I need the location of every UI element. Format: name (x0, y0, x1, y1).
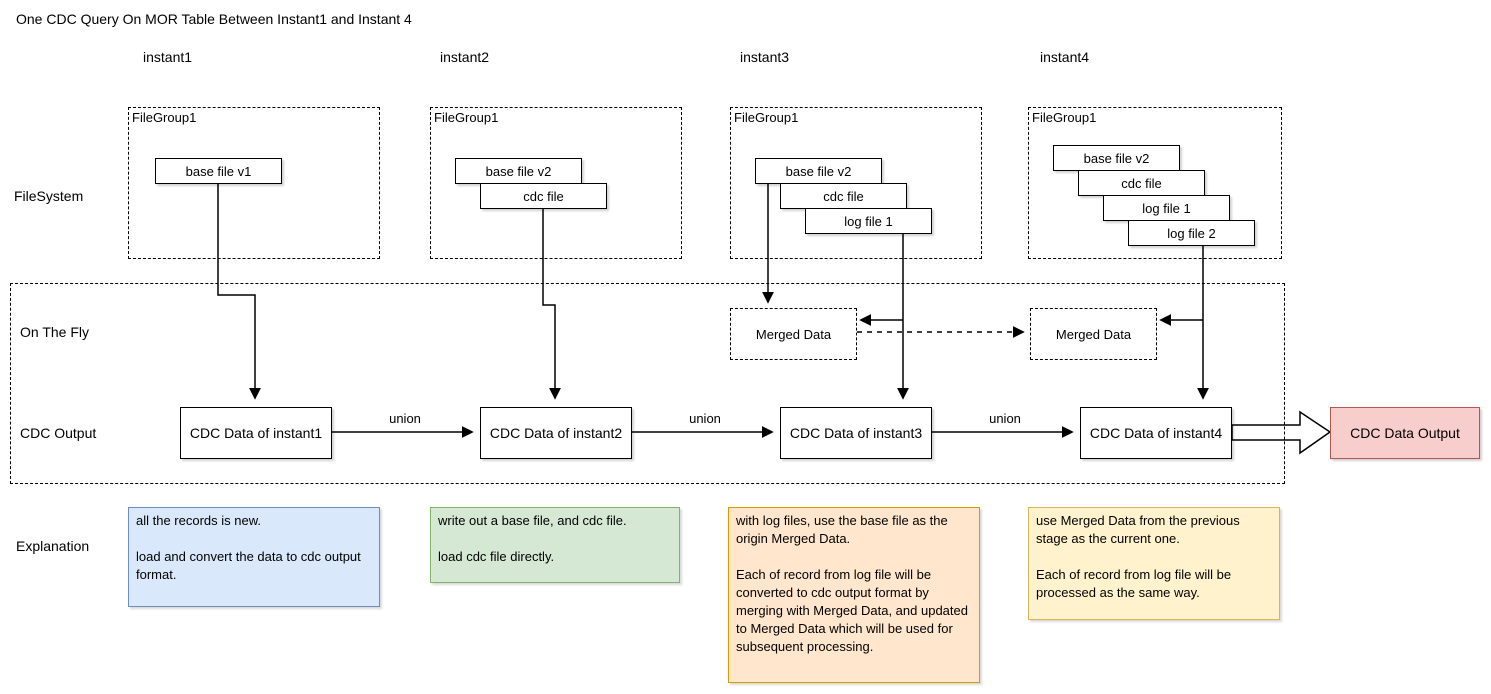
merged-data-instant3: Merged Data (730, 308, 857, 360)
union-label-1: union (375, 411, 435, 426)
filegroup-instant4-label: FileGroup1 (1032, 110, 1097, 125)
filegroup-instant3: FileGroup1 (730, 107, 982, 259)
file-instant2-base-v2: base file v2 (455, 158, 582, 184)
file-instant4-log2: log file 2 (1128, 220, 1255, 246)
row-label-filesystem: FileSystem (14, 188, 84, 204)
row-label-explanation: Explanation (16, 538, 90, 554)
instant3-label: instant3 (740, 49, 790, 65)
file-instant4-cdc: cdc file (1078, 170, 1205, 196)
cdc-data-instant1: CDC Data of instant1 (180, 407, 332, 459)
filegroup-instant3-label: FileGroup1 (734, 110, 799, 125)
filegroup-instant1-label: FileGroup1 (132, 110, 197, 125)
file-instant3-log1: log file 1 (805, 208, 932, 234)
cdc-data-instant3: CDC Data of instant3 (780, 407, 932, 459)
filegroup-instant2: FileGroup1 (430, 107, 682, 259)
row-label-cdc-output: CDC Output (20, 425, 97, 441)
file-instant4-log1: log file 1 (1103, 195, 1230, 221)
processing-container (10, 283, 1285, 484)
explanation-instant1: all the records is new. load and convert… (128, 507, 380, 607)
filegroup-instant2-label: FileGroup1 (434, 110, 499, 125)
diagram-title: One CDC Query On MOR Table Between Insta… (16, 11, 412, 27)
union-label-3: union (975, 411, 1035, 426)
cdc-data-instant4: CDC Data of instant4 (1080, 407, 1232, 459)
instant4-label: instant4 (1040, 49, 1090, 65)
explanation-instant3: with log files, use the base file as the… (728, 507, 980, 683)
instant1-label: instant1 (143, 49, 193, 65)
explanation-instant4: use Merged Data from the previous stage … (1028, 507, 1280, 620)
explanation-instant2: write out a base file, and cdc file. loa… (430, 507, 680, 583)
file-instant3-base-v2: base file v2 (755, 158, 882, 184)
file-instant3-cdc: cdc file (780, 183, 907, 209)
filegroup-instant4: FileGroup1 (1028, 107, 1282, 259)
union-label-2: union (675, 411, 735, 426)
file-instant1-base-v1: base file v1 (155, 158, 282, 184)
instant2-label: instant2 (440, 49, 490, 65)
filegroup-instant1: FileGroup1 (128, 107, 380, 259)
file-instant2-cdc: cdc file (480, 183, 607, 209)
row-label-on-the-fly: On The Fly (20, 324, 89, 340)
file-instant4-base-v2: base file v2 (1053, 145, 1180, 171)
cdc-data-output-box: CDC Data Output (1330, 407, 1480, 459)
merged-data-instant4: Merged Data (1030, 308, 1157, 360)
cdc-data-instant2: CDC Data of instant2 (480, 407, 632, 459)
